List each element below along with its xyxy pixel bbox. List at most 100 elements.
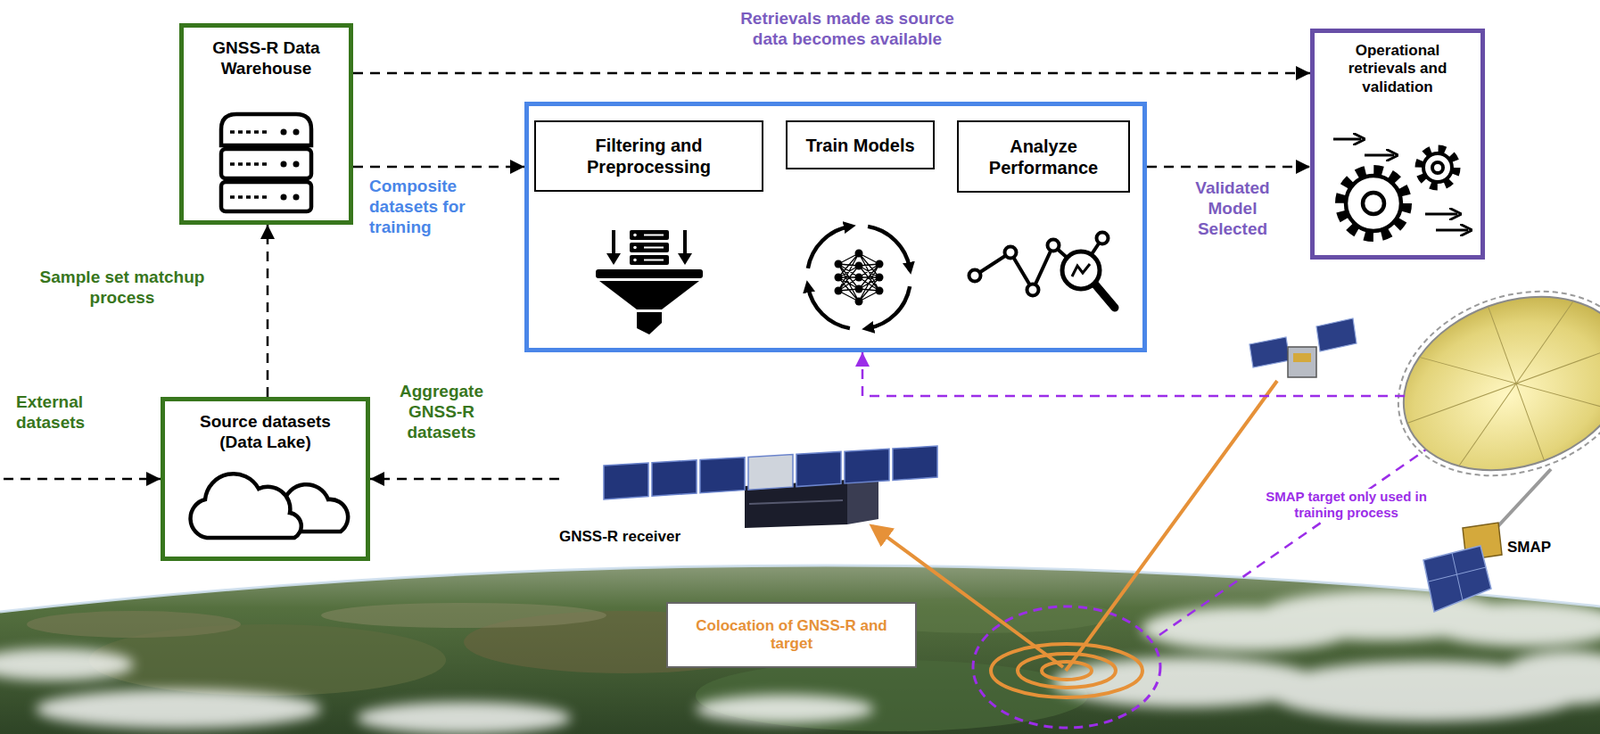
gnss-r-receiver-satellite <box>796 451 842 487</box>
server-icon <box>293 194 300 201</box>
neural-network-icon <box>855 249 864 258</box>
gnss-r-receiver-satellite <box>748 454 793 491</box>
colocation-box: Colocation of GNSS-R and target <box>666 602 917 669</box>
neural-network-icon <box>838 253 880 302</box>
edge-label: Aggregate GNSS-R datasets <box>392 381 491 443</box>
data-warehouse-box: GNSS-R Data Warehouse <box>179 23 354 225</box>
neural-network-icon <box>855 285 864 294</box>
funnel-icon <box>643 247 664 249</box>
smap-satellite <box>1378 266 1600 501</box>
server-icon <box>221 114 312 146</box>
gears-icon <box>1345 175 1402 231</box>
funnel-icon <box>629 255 669 265</box>
server-icon <box>221 114 312 212</box>
neural-network-icon <box>875 260 884 269</box>
gnss-transmitter-satellite <box>1316 318 1357 352</box>
label-box: SMAP target only used in training proces… <box>1254 488 1438 521</box>
funnel-icon <box>595 269 703 279</box>
training-pipeline-box: Filtering and Preprocessing Train Models A… <box>524 101 1147 353</box>
process-box: Train Models <box>785 120 935 170</box>
chart-magnifier-icon <box>969 232 1116 309</box>
chart-magnifier-icon <box>1047 239 1060 252</box>
colocation-label: Colocation of GNSS-R and target <box>678 617 905 654</box>
neural-network-icon <box>808 226 910 329</box>
gears-icon <box>1425 213 1458 216</box>
gnss-transmitter-satellite <box>1249 337 1290 368</box>
signal-paths <box>1065 380 1278 671</box>
neural-network-icon <box>855 297 864 306</box>
smap-satellite <box>1428 567 1486 582</box>
funnel-icon <box>636 312 662 335</box>
server-icon <box>280 194 288 201</box>
chart-magnifier-icon <box>1096 232 1109 245</box>
dashed-connector <box>862 352 1405 396</box>
server-icon <box>280 129 288 136</box>
smap-satellite <box>1372 259 1600 507</box>
edge-label-box: Composite datasets for training <box>367 176 484 238</box>
box-title: Operational retrievals and validation <box>1325 41 1470 97</box>
smap-satellite <box>1418 300 1600 466</box>
edge-label: Validated Model Selected <box>1184 178 1281 240</box>
server-icon <box>293 129 300 136</box>
funnel-icon <box>611 230 616 256</box>
external-datasets-arrow <box>3 478 161 480</box>
gears-icon <box>1333 138 1361 141</box>
gears-icon <box>1418 148 1457 187</box>
gears-icon <box>1364 154 1394 157</box>
gnss-transmitter-satellite <box>1249 318 1357 378</box>
neural-network-icon <box>855 262 864 271</box>
funnel-icon <box>633 258 637 263</box>
cloud-icon <box>190 473 302 538</box>
edge-label: Composite datasets for training <box>367 176 484 238</box>
funnel-icon <box>629 242 669 253</box>
server-icon <box>230 195 268 199</box>
earth-image <box>695 694 875 724</box>
gnss-transmitter-satellite <box>1293 353 1312 363</box>
edge-label-box: Validated Model Selected <box>1184 178 1281 240</box>
chart-magnifier-icon <box>1027 284 1040 297</box>
neural-network-icon <box>834 287 843 296</box>
gnss-r-receiver-satellite <box>749 500 843 504</box>
earth-image <box>1426 602 1600 647</box>
earth-image <box>0 565 1600 734</box>
earth-image <box>1498 651 1600 705</box>
earth-image <box>0 590 1600 734</box>
gnss-r-receiver-satellite <box>700 457 745 494</box>
neural-network-icon <box>834 273 843 282</box>
funnel-icon <box>643 234 664 237</box>
dashed-connector <box>353 72 1311 75</box>
process-label: Filtering and Preprocessing <box>544 134 753 178</box>
earth-image <box>0 648 134 681</box>
gears-icon <box>1435 229 1469 232</box>
box-title: Source datasets (Data Lake) <box>179 412 352 454</box>
funnel-icon <box>595 230 703 335</box>
external-datasets-arrow <box>3 478 161 481</box>
neural-network-icon <box>808 226 850 269</box>
smap-satellite <box>1372 259 1600 612</box>
dashed-connector <box>1146 165 1311 169</box>
neural-network-icon <box>867 286 910 329</box>
earth-image <box>321 602 607 628</box>
signal-paths <box>872 380 1447 671</box>
gnss-r-receiver-satellite <box>651 460 697 497</box>
dashed-connector <box>266 224 270 397</box>
dashed-connector <box>370 478 560 481</box>
neural-network-icon <box>875 273 884 282</box>
funnel-icon <box>677 253 693 265</box>
earth-image <box>0 590 1600 734</box>
gnss-r-receiver-satellite <box>603 462 649 500</box>
neural-network-icon <box>808 286 850 329</box>
process-label: Analyze Performance <box>967 135 1120 179</box>
smap-satellite <box>1493 469 1551 531</box>
earth-image <box>0 565 1600 734</box>
edge-label: Sample set matchup process <box>32 267 212 309</box>
earth-image <box>356 701 571 734</box>
edge-label-box: Retrievals made as source data becomes a… <box>726 8 968 50</box>
neural-network-icon <box>875 287 884 296</box>
server-icon <box>230 162 268 166</box>
data-lake-box: Source datasets (Data Lake) <box>160 396 371 561</box>
smap-satellite <box>1372 259 1600 507</box>
edge-label-box: Sample set matchup process <box>32 267 212 309</box>
chart-magnifier-icon <box>1005 247 1017 259</box>
